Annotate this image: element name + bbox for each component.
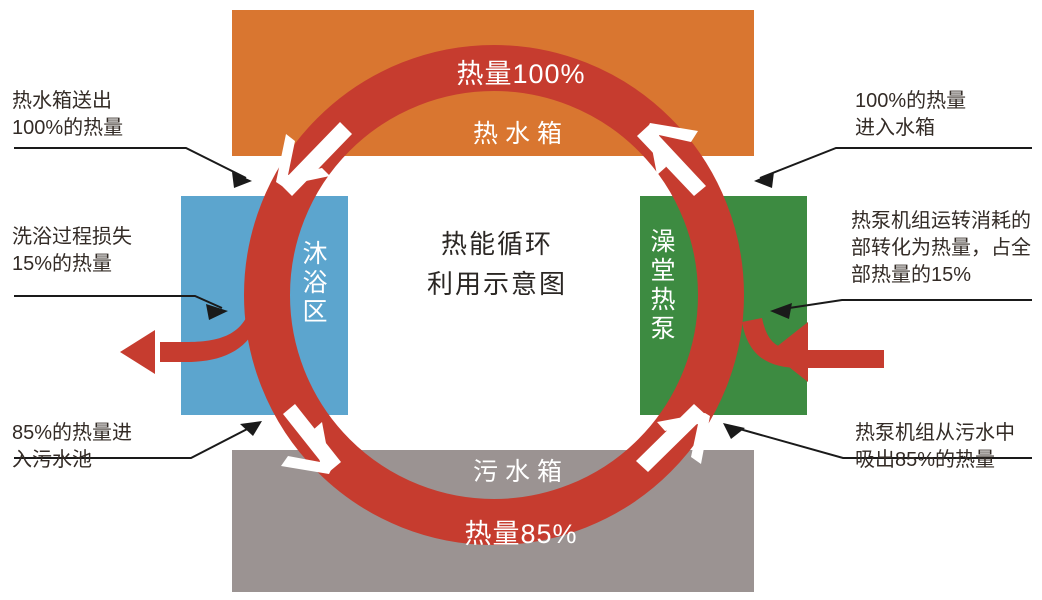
ring-arrow-top-left (276, 122, 352, 196)
ring-label-bottom: 热量85% (464, 519, 578, 549)
diagram-center-title: 热能循环 利用示意图 (377, 224, 617, 305)
ring-arrow-bottom-left (281, 404, 341, 474)
block-label-hot-water-tank: 热水箱 (472, 120, 569, 148)
ring-label-top: 热量100% (456, 59, 586, 89)
ring-arrow-bottom-right (636, 404, 710, 472)
callout-middle-right: 热泵机组运转消耗的 部转化为热量，占全 部热量的15% (851, 210, 1031, 286)
center-title-line-2: 利用示意图 (426, 269, 567, 300)
branch-arrow-in-right (742, 318, 884, 382)
ring-arrow-top-right (637, 123, 706, 196)
callout-top-right: 100%的热量 进入水箱 (855, 90, 967, 139)
center-title-line-1: 热能循环 (440, 229, 553, 259)
block-label-heat-pump: 澡堂热泵 (647, 228, 675, 344)
ring-band (244, 45, 744, 545)
branch-arrow-out-left (120, 300, 262, 374)
callout-top-left: 热水箱送出 100%的热量 (12, 90, 124, 139)
callout-middle-left: 洗浴过程损失 15%的热量 (12, 226, 132, 275)
callout-bottom-right: 热泵机组从污水中 吸出85%的热量 (855, 422, 1015, 471)
callout-bottom-left: 85%的热量进 入污水池 (12, 422, 133, 471)
block-label-sewage-tank: 污水箱 (472, 458, 569, 486)
block-label-bath-zone: 沐浴区 (299, 240, 327, 327)
